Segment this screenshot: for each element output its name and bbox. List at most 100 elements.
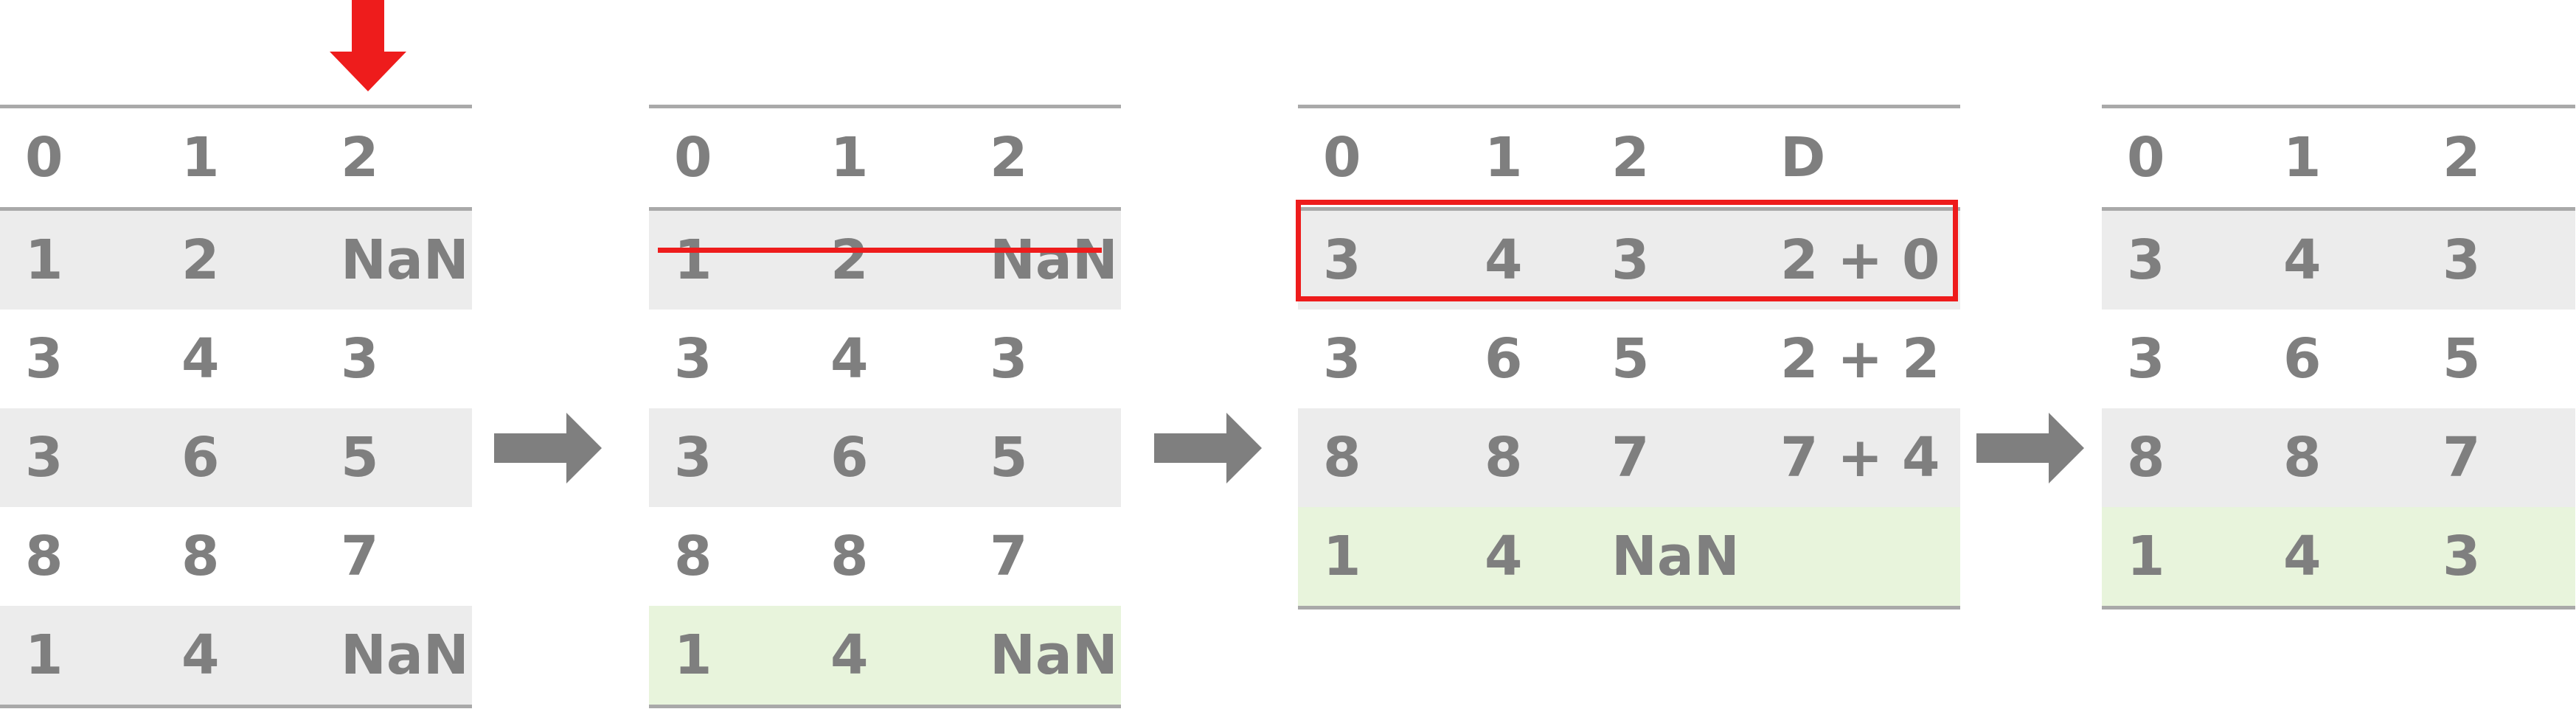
table-cell: 1 [25, 228, 63, 292]
table-cell: 8 [674, 525, 712, 588]
table-cell: 8 [2283, 426, 2322, 489]
table-row-highlighted: 1 4 3 [2102, 507, 2575, 606]
table-cell: 7 [2443, 426, 2481, 489]
table-row: 8 8 7 7 + 4 [1298, 408, 1960, 507]
table-cell: 3 [2443, 228, 2481, 292]
table-cell: 1 [674, 228, 712, 292]
table-row-highlighted: 1 4 NaN [1298, 507, 1960, 606]
table-cell: 5 [2443, 327, 2481, 391]
table-cell: 3 [990, 327, 1028, 391]
table-cell: 6 [1485, 327, 1523, 391]
table-cell: 4 [830, 327, 869, 391]
table-cell: 3 [674, 327, 712, 391]
header-cell: 2 [990, 126, 1028, 189]
table-cell: 5 [990, 426, 1028, 489]
table-cell: NaN [341, 228, 469, 292]
table-row: 3 4 3 [0, 310, 472, 408]
table-row: 3 6 5 [0, 408, 472, 507]
table-cell: 3 [1323, 228, 1361, 292]
table-cell: NaN [1611, 525, 1740, 588]
table-row: 1 2 NaN [0, 211, 472, 310]
table-cell: 3 [2443, 525, 2481, 588]
table-rule [2102, 105, 2575, 108]
table-cell: 3 [674, 426, 712, 489]
gray-right-arrow-icon [494, 413, 602, 483]
header-cell: 1 [181, 126, 220, 189]
table-rule [0, 207, 472, 211]
table-cell: 4 [181, 327, 220, 391]
table-cell: 6 [830, 426, 869, 489]
red-down-arrow-icon [330, 0, 406, 91]
table-rule [649, 207, 1121, 211]
table-cell: 5 [1611, 327, 1650, 391]
table-row: 3 6 5 2 + 2 [1298, 310, 1960, 408]
table-cell: 3 [1323, 327, 1361, 391]
header-cell: 2 [2443, 126, 2481, 189]
table-cell: NaN [341, 624, 469, 687]
table-cell: 3 [1611, 228, 1650, 292]
table-cell: 8 [1485, 426, 1523, 489]
table-rule [2102, 207, 2575, 211]
table-cell: NaN [990, 228, 1118, 292]
gray-right-arrow-icon [1976, 413, 2084, 483]
table-cell: 7 + 4 [1780, 426, 1940, 489]
table-cell: 4 [2283, 525, 2322, 588]
table-cell: 3 [25, 327, 63, 391]
table-result: 0 1 2 3 4 3 3 6 5 8 8 7 1 4 3 [2102, 105, 2575, 610]
table-with-sum-column: 0 1 2 D 3 4 3 2 + 0 3 6 5 2 + 2 8 8 7 7 … [1298, 105, 1960, 610]
table-rule [2102, 606, 2575, 610]
table-row: 3 6 5 [2102, 310, 2575, 408]
table-header-row: 0 1 2 D [1298, 108, 1960, 207]
table-cell: 8 [2127, 426, 2165, 489]
header-cell: 0 [2127, 126, 2165, 189]
table-cell: 5 [341, 426, 379, 489]
table-row: 8 8 7 [0, 507, 472, 606]
table-cell: 4 [181, 624, 220, 687]
table-row: 3 4 3 [2102, 211, 2575, 310]
table-rule [1298, 606, 1960, 610]
table-drop-first-row: 0 1 2 1 2 NaN 3 4 3 3 6 5 8 8 7 1 4 NaN [649, 105, 1121, 708]
header-cell: 0 [25, 126, 63, 189]
table-cell: 2 + 0 [1780, 228, 1940, 292]
table-cell: 8 [1323, 426, 1361, 489]
header-cell: 1 [2283, 126, 2322, 189]
table-header-row: 0 1 2 [0, 108, 472, 207]
table-cell: 3 [341, 327, 379, 391]
header-cell: 2 [1611, 126, 1650, 189]
table-cell: 2 [181, 228, 220, 292]
table-cell: 4 [1485, 525, 1523, 588]
table-rule [649, 105, 1121, 108]
table-cell: 7 [1611, 426, 1650, 489]
table-cell: 8 [830, 525, 869, 588]
table-rule [1298, 207, 1960, 211]
table-row: 8 8 7 [649, 507, 1121, 606]
header-cell: 0 [674, 126, 712, 189]
table-header-row: 0 1 2 [2102, 108, 2575, 207]
table-cell: 2 + 2 [1780, 327, 1940, 391]
header-cell: 1 [830, 126, 869, 189]
table-row: 8 8 7 [2102, 408, 2575, 507]
table-row: 3 4 3 2 + 0 [1298, 211, 1960, 310]
table-rule [649, 705, 1121, 708]
table-cell: 3 [2127, 327, 2165, 391]
table-cell: 6 [2283, 327, 2322, 391]
table-row: 3 4 3 [649, 310, 1121, 408]
table-cell: 8 [181, 525, 220, 588]
table-header-row: 0 1 2 [649, 108, 1121, 207]
header-cell: 0 [1323, 126, 1361, 189]
table-cell: 3 [2127, 228, 2165, 292]
table-cell: 4 [2283, 228, 2322, 292]
header-cell: 1 [1485, 126, 1523, 189]
table-cell: 1 [674, 624, 712, 687]
table-cell: 1 [1323, 525, 1361, 588]
table-cell: 7 [341, 525, 379, 588]
header-cell: D [1780, 126, 1826, 189]
table-cell: 1 [2127, 525, 2165, 588]
gray-right-arrow-icon [1154, 413, 1262, 483]
table-rule [1298, 105, 1960, 108]
table-cell: 7 [990, 525, 1028, 588]
table-cell: 8 [25, 525, 63, 588]
table-rule [0, 105, 472, 108]
table-cell: 6 [181, 426, 220, 489]
table-cell: 4 [830, 624, 869, 687]
